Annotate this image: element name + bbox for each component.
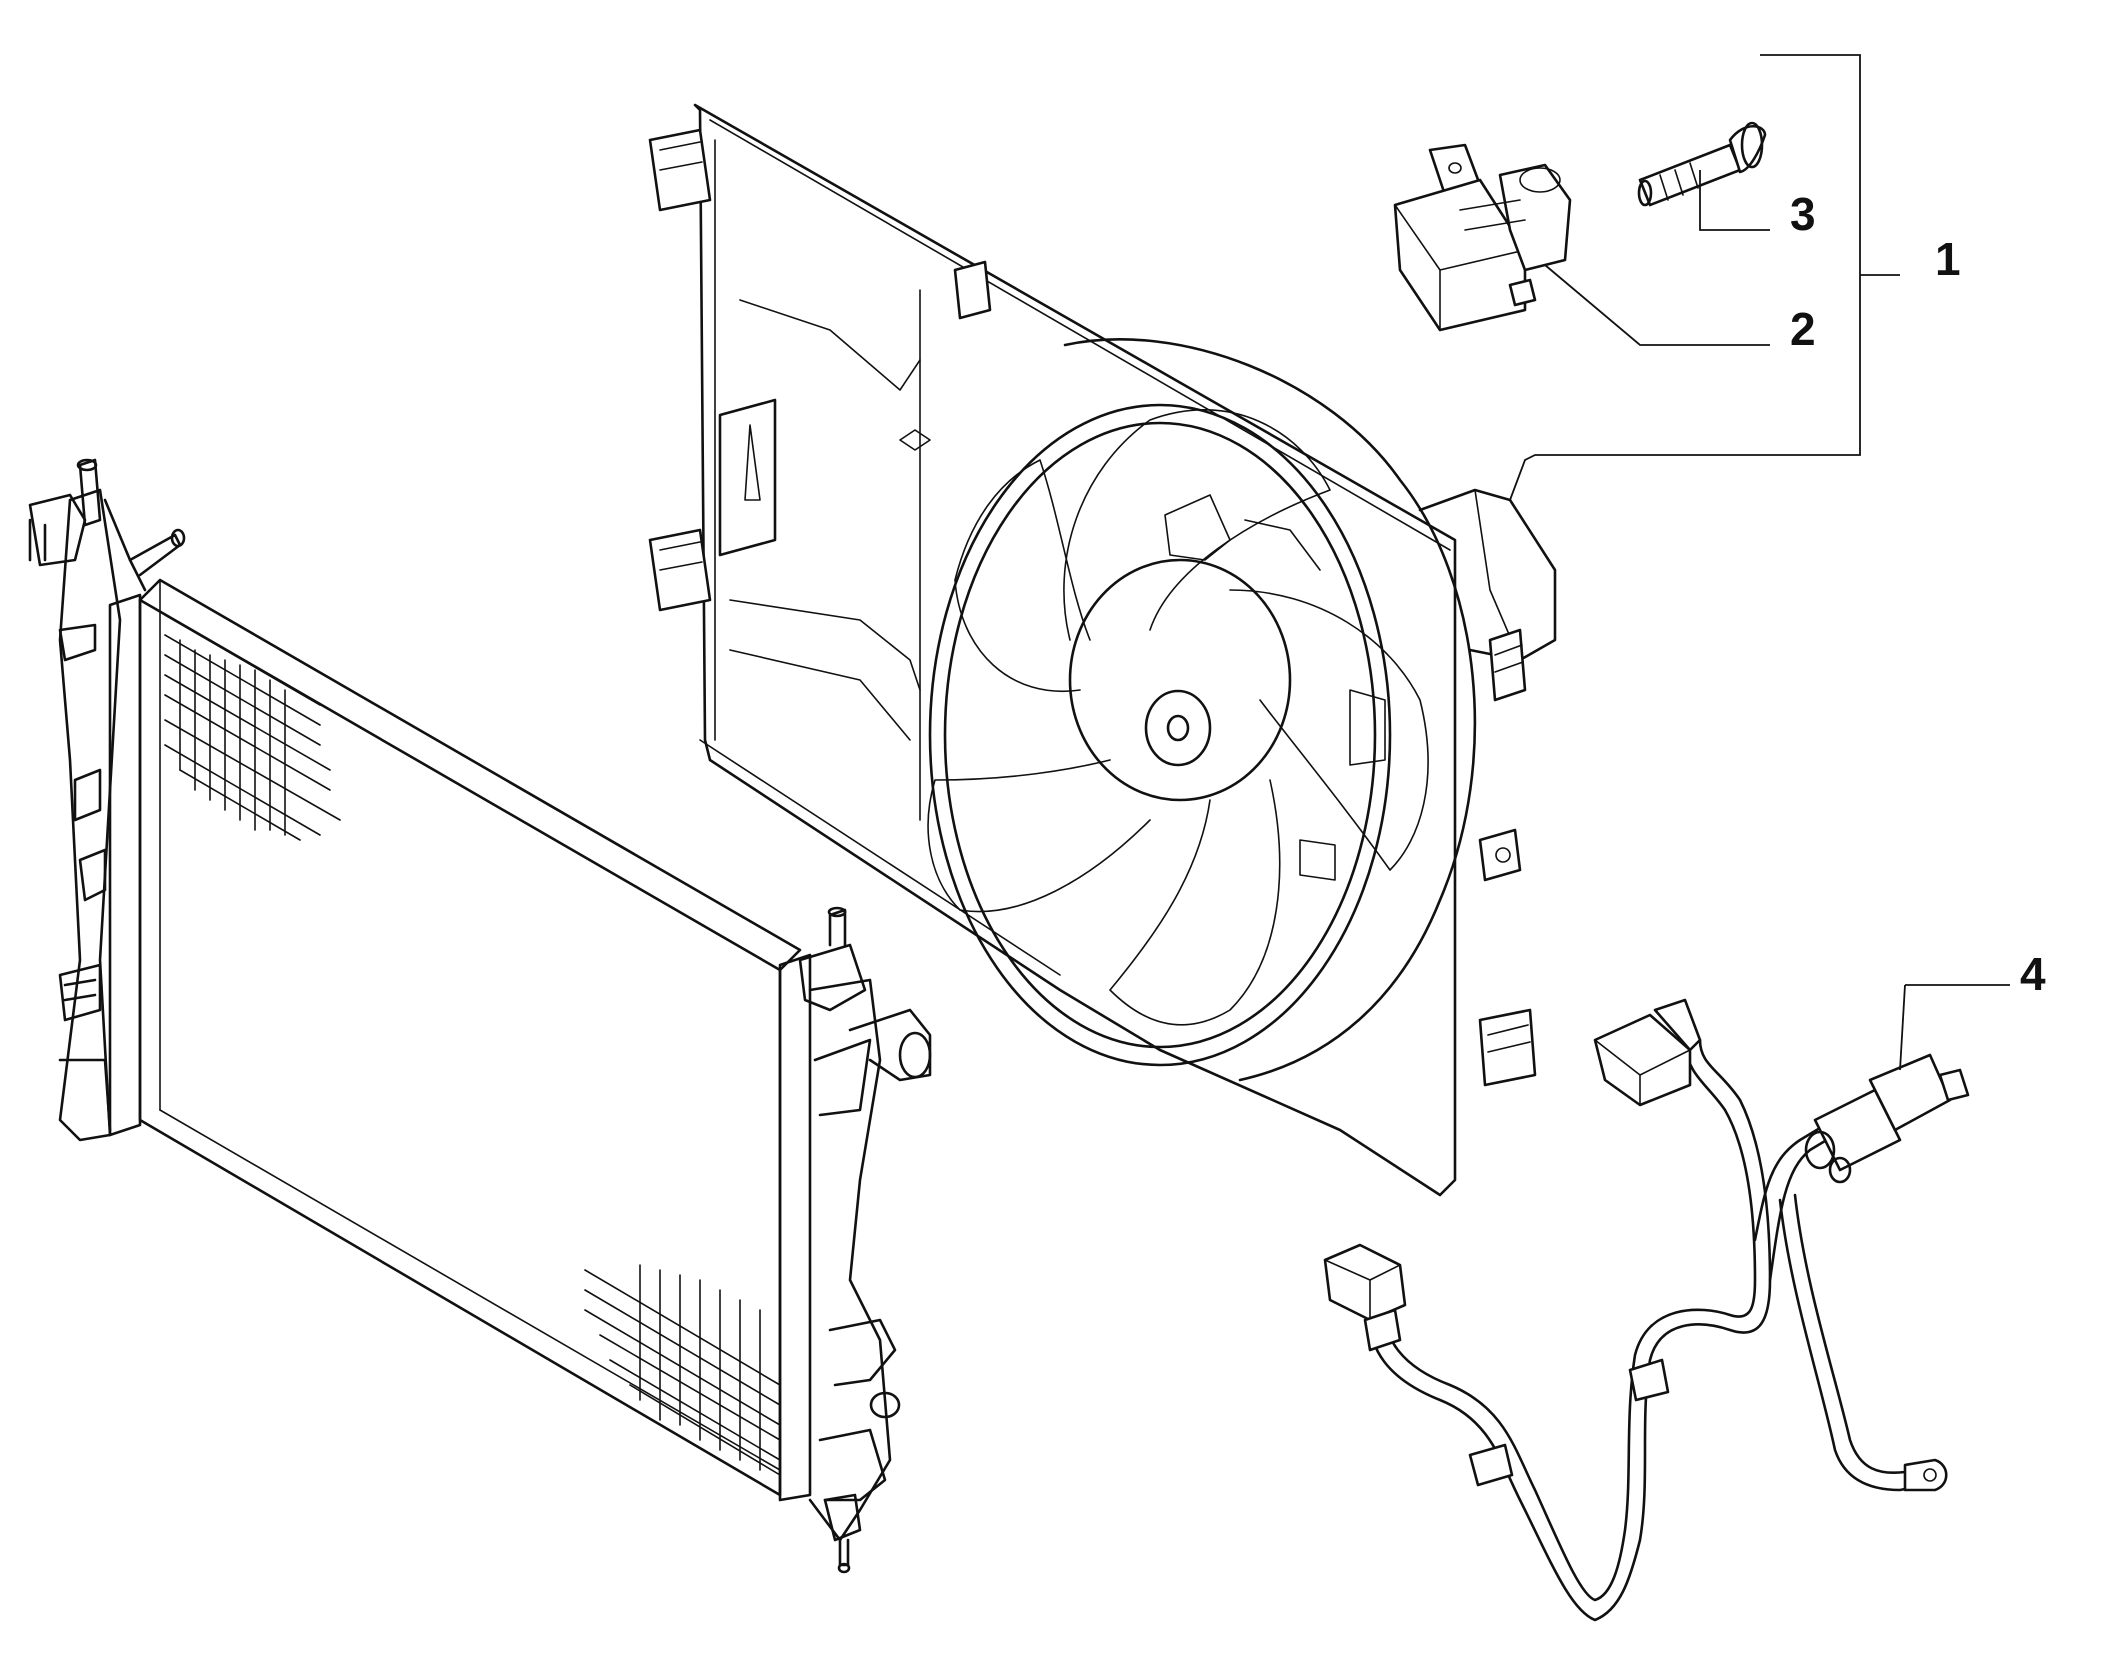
wiring-harness <box>1323 998 1970 1622</box>
callout-4: 4 <box>2020 948 2046 1000</box>
callout-3: 3 <box>1790 188 1816 240</box>
callouts: 1 2 3 4 <box>1790 188 2046 1000</box>
callout-2: 2 <box>1790 303 1816 355</box>
radiator <box>28 458 932 1574</box>
resistor-module <box>1393 143 1572 332</box>
leader-lines <box>1509 54 2010 1071</box>
fan-assembly <box>648 103 1557 1197</box>
screw <box>1637 121 1767 207</box>
callout-1: 1 <box>1935 233 1961 285</box>
